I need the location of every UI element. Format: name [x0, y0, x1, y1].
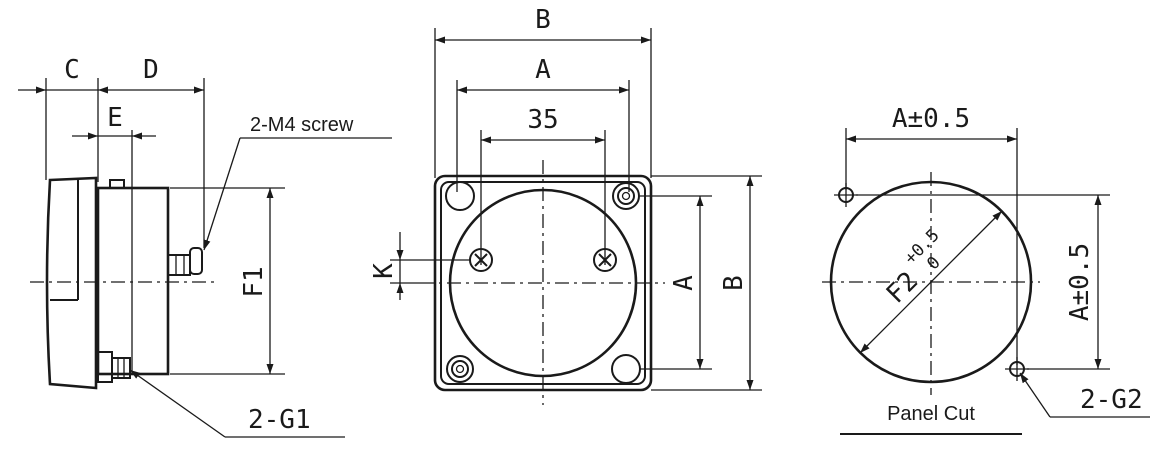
mount-hole-top-left [834, 183, 858, 207]
dim-a-right-label: A [669, 275, 699, 291]
dim-b-top-label: B [535, 5, 551, 35]
cut-dim-a-top-label: A±0.5 [892, 104, 970, 134]
screw-note: 2-M4 screw [250, 114, 354, 136]
zero-adjust-screw-right [593, 248, 617, 272]
hole-leader [1019, 372, 1051, 418]
dim-d-label: D [143, 55, 159, 85]
screw-stud [167, 247, 203, 276]
dim-k-label: K [369, 263, 399, 279]
cut-dim-f2-label: F2 [881, 266, 924, 309]
dim-35-label: 35 [527, 105, 558, 135]
corner-stud-bottom-left [446, 355, 474, 383]
terminal-note: 2-G1 [248, 405, 311, 435]
cut-dim-f2-line [859, 210, 1003, 354]
side-view: C D E F1 [18, 55, 392, 438]
corner-hole-bottom-right [611, 354, 641, 384]
corner-stud-top-right [612, 182, 640, 210]
dim-c-label: C [64, 55, 80, 85]
screw-leader [203, 137, 241, 251]
terminal-leader [129, 369, 226, 438]
dim-a-top-label: A [535, 55, 551, 85]
corner-hole-top-left [445, 181, 475, 211]
cut-dim-a-right-label: A±0.5 [1065, 243, 1095, 321]
panel-cut-caption: Panel Cut [887, 403, 975, 425]
panel-cut-view: A±0.5 F2 +0.5 0 A±0.5 [822, 104, 1150, 435]
hole-note: 2-G2 [1080, 385, 1143, 415]
dim-e-label: E [107, 103, 123, 133]
dim-b-right-label: B [719, 275, 749, 291]
terminal-g1 [97, 351, 131, 383]
mount-hole-bottom-right [1005, 357, 1029, 381]
dim-f1-label: F1 [239, 266, 269, 297]
front-view: B A 35 [369, 5, 762, 405]
meter-case [96, 186, 170, 376]
meter-bezel [45, 176, 98, 390]
